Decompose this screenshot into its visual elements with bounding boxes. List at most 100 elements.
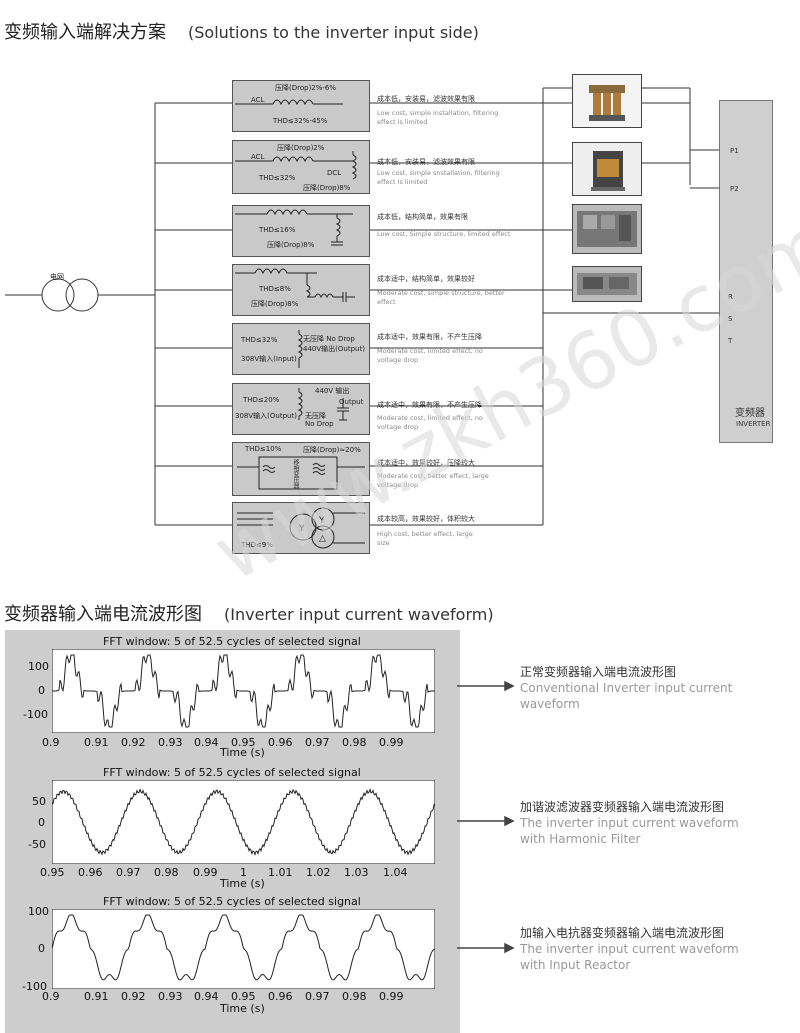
solution-2-desc-en: Low cost, simple snstallation, filtering… xyxy=(377,169,500,186)
solution-6-label-a: 440V 输出 xyxy=(315,387,350,395)
phase-shift-transformer-symbol xyxy=(237,456,365,490)
caption-1-en: Conventional Inverter input current wave… xyxy=(520,681,733,711)
plot-3-xtick: 0.93 xyxy=(158,990,183,1003)
plot-1-xtick: 0.99 xyxy=(379,736,404,749)
plot-3-xlabel: Time (s) xyxy=(220,1002,265,1015)
solution-3-desc-en: Low cost, Simple structure, limited effe… xyxy=(377,230,511,238)
solution-7-label-a: THD≤10% xyxy=(245,445,282,453)
solution-box-8: Y Y △ THD≤9% xyxy=(232,502,370,554)
plot-1-chart xyxy=(52,649,435,733)
terminal-p1: P1 xyxy=(730,147,739,155)
plot-2-ytick-50: 50 xyxy=(32,795,46,808)
inverter-label-en: INVERTER xyxy=(736,420,771,428)
plot-3-xtick: 0.91 xyxy=(84,990,109,1003)
solution-3-desc: 成本低，结构简单，效果有限 Low cost, Simple structure… xyxy=(377,212,527,239)
filter-photo-1 xyxy=(572,204,642,254)
terminal-p2: P2 xyxy=(730,185,739,193)
solution-3-desc-cn: 成本低，结构简单，效果有限 xyxy=(377,213,468,221)
plot-1-xtick: 0.97 xyxy=(305,736,330,749)
solution-5-desc-cn: 成本适中，效果有限，不产生压降 xyxy=(377,333,482,341)
plot-2-xtick: 1.02 xyxy=(306,866,331,879)
terminal-r: R xyxy=(728,293,733,301)
plot-1-xtick: 0.96 xyxy=(268,736,293,749)
solution-2-label-b: ACL xyxy=(251,153,265,161)
solution-4-label-b: 压降(Drop)8% xyxy=(251,300,299,308)
step-up-transformer-symbol xyxy=(297,388,349,421)
acl-symbol xyxy=(235,99,343,106)
plot-1-ytick-neg100: -100 xyxy=(23,708,48,721)
solution-box-5: THD≤32% 无压降 No Drop 440V输出(Output) 308V输… xyxy=(232,323,370,375)
solution-5-label-c: 440V输出(Output) xyxy=(303,345,365,353)
solution-1-label-c: THD≤32%-45% xyxy=(273,117,328,125)
solution-2-label-d: THD≤32% xyxy=(259,174,296,182)
plot-1-ytick-0: 0 xyxy=(38,684,45,697)
plot-3-chart xyxy=(52,909,435,989)
plot-2-ytick-0: 0 xyxy=(38,816,45,829)
solution-2-label-e: 压降(Drop)8% xyxy=(303,184,351,192)
solution-5-label-b: 无压降 No Drop xyxy=(303,335,355,343)
plot-3-ytick-0: 0 xyxy=(38,942,45,955)
grid-label: 电网 xyxy=(50,273,64,281)
solution-2-label-a: 压降(Drop)2% xyxy=(277,144,325,152)
solution-6-label-e: 无压降 xyxy=(305,412,326,420)
caption-arrows xyxy=(457,680,515,954)
terminal-s: S xyxy=(728,315,733,323)
caption-3-cn: 加输入电抗器变频器输入端电流波形图 xyxy=(520,926,725,940)
plot-3-xtick: 0.98 xyxy=(342,990,367,1003)
passive-filter-image xyxy=(577,211,637,247)
solution-1-desc-cn: 成本低，安装易，滤波效果有限 xyxy=(377,95,475,103)
plot-1-xtick: 0.92 xyxy=(121,736,146,749)
lcl-filter-symbol xyxy=(235,268,355,302)
solution-8-desc: 成本较高，效果较好，体积较大 High cost, better effect,… xyxy=(377,514,487,548)
plot-2-xtick: 1 xyxy=(240,866,247,879)
solution-7-desc-en: Moderate cost, better effect, large volt… xyxy=(377,472,489,489)
plot-2-xtick: 0.98 xyxy=(154,866,179,879)
waveform-title: 变频器输入端电流波形图 (Inverter input current wavef… xyxy=(4,600,494,626)
solution-5-desc-en: Moderate cost, limited effect, no voltag… xyxy=(377,347,483,364)
plot-3-xtick: 0.97 xyxy=(305,990,330,1003)
passive-filter-symbol xyxy=(235,209,353,246)
terminal-t: T xyxy=(728,337,733,345)
multi-pulse-transformer-symbol: Y Y △ xyxy=(237,507,365,549)
solution-7-desc: 成本适中，效果较好，压降较大 Moderate cost, better eff… xyxy=(377,458,497,490)
inverter-label-cn: 变频器 xyxy=(735,408,765,419)
svg-text:Y: Y xyxy=(318,516,325,526)
plot-3-xtick: 0.95 xyxy=(231,990,256,1003)
solution-6-label-f: No Drop xyxy=(305,420,334,428)
plot-1-xtick: 0.91 xyxy=(84,736,109,749)
solution-3-label-b: 压降(Drop)8% xyxy=(267,241,315,249)
solution-1-desc-en: Low cost, simple installation, filtering… xyxy=(377,109,499,126)
solution-6-label-b: THD≤20% xyxy=(243,396,280,404)
waveform-title-cn: 变频器输入端电流波形图 xyxy=(4,604,202,625)
acl-dcl-symbol xyxy=(235,151,357,180)
svg-text:△: △ xyxy=(319,534,326,544)
plot-1-xtick: 0.98 xyxy=(342,736,367,749)
solution-3-label-a: THD≤16% xyxy=(259,226,296,234)
solution-box-7: THD≤10% 压降(Drop)≈20% 移相变压器 xyxy=(232,442,370,496)
solution-2-desc-cn: 成本低，安装易，滤波效果有限 xyxy=(377,158,475,166)
plot-2-xlabel: Time (s) xyxy=(220,877,265,890)
plot-3-xtick: 0.9 xyxy=(42,990,60,1003)
plot-3-xtick: 0.94 xyxy=(194,990,219,1003)
lcl-filter-image xyxy=(577,273,637,295)
solution-1-desc: 成本低，安装易，滤波效果有限 Low cost, simple installa… xyxy=(377,94,517,127)
solution-4-desc-cn: 成本适中，结构简单，效果较好 xyxy=(377,275,475,283)
acl-reactor-image xyxy=(589,85,625,121)
plot-1-waveform-line xyxy=(52,654,435,728)
solution-box-6: 440V 输出 THD≤20% Output 308V输入(Output) 无压… xyxy=(232,383,370,435)
plot-3-title: FFT window: 5 of 52.5 cycles of selected… xyxy=(103,895,361,908)
plot-2-xtick: 0.97 xyxy=(116,866,141,879)
solution-5-desc: 成本适中，效果有限，不产生压降 Moderate cost, limited e… xyxy=(377,332,497,365)
solution-4-desc: 成本适中，结构简单，效果较好 Moderate cost, simple str… xyxy=(377,274,507,307)
solution-2-desc: 成本低，安装易，滤波效果有限 Low cost, simple snstalla… xyxy=(377,157,517,187)
plot-1-xlabel: Time (s) xyxy=(220,746,265,759)
waveform-title-en: (Inverter input current waveform) xyxy=(224,605,494,624)
solution-1-label-b: ACL xyxy=(251,96,265,104)
solution-box-3: THD≤16% 压降(Drop)8% xyxy=(232,205,370,257)
solution-box-4: THD≤8% 压降(Drop)8% xyxy=(232,264,370,316)
schematic-wiring xyxy=(5,87,723,526)
solution-6-label-d: 308V输入(Output) xyxy=(235,412,297,420)
solution-6-desc: 成本适中，效果有限，不产生压降 Moderate cost, limited e… xyxy=(377,400,497,432)
caption-2-en: The inverter input current waveform with… xyxy=(520,816,739,846)
plot-3-waveform-line xyxy=(52,914,435,981)
